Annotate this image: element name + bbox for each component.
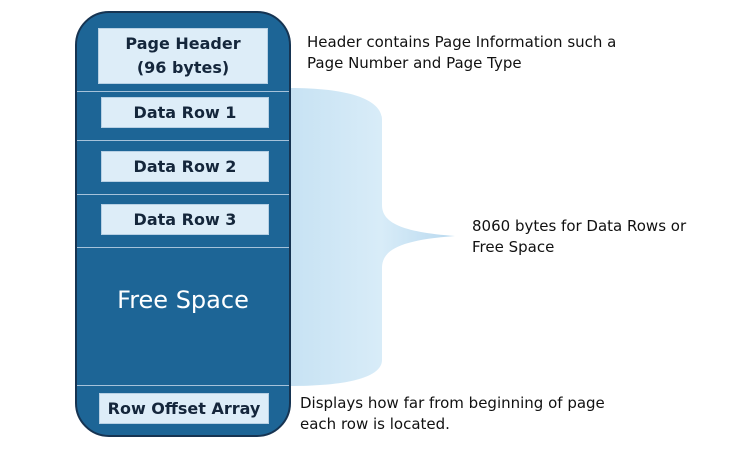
data-rows-annotation: 8060 bytes for Data Rows or Free Space: [472, 217, 687, 256]
separator: [77, 385, 289, 386]
separator: [77, 91, 289, 92]
free-space-label: Free Space: [117, 286, 249, 314]
data-row-3: Data Row 3: [101, 204, 269, 235]
separator: [77, 247, 289, 248]
header-annotation: Header contains Page Information such a …: [307, 33, 617, 72]
separator: [77, 194, 289, 195]
row-offset-annotation: Displays how far from beginning of page …: [300, 394, 605, 433]
data-row-1: Data Row 1: [101, 97, 269, 128]
data-row-2: Data Row 2: [101, 151, 269, 182]
separator: [77, 140, 289, 141]
page-header-box: Page Header (96 bytes): [98, 28, 268, 84]
page-header-size: (96 bytes): [136, 58, 230, 77]
page-header-title: Page Header: [125, 34, 241, 53]
page-structure: Page Header (96 bytes) Data Row 1 Data R…: [75, 11, 291, 437]
row-offset-array-box: Row Offset Array: [99, 393, 269, 424]
